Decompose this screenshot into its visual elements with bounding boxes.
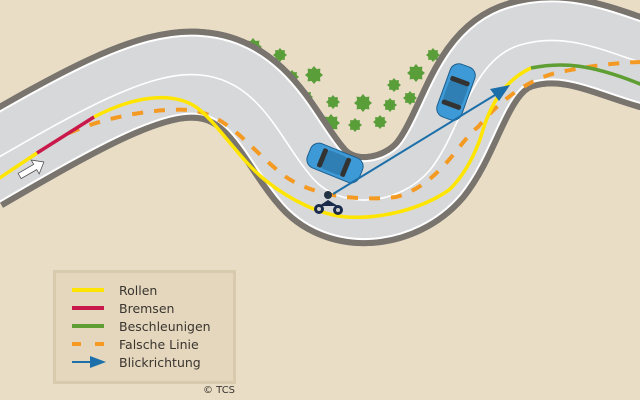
tree-icon <box>348 118 362 132</box>
trees <box>244 38 440 132</box>
bremsen-line-icon <box>72 306 104 310</box>
legend-item-bremsen: Bremsen <box>70 299 174 317</box>
blickrichtung-arrow-icon <box>72 356 106 368</box>
tree-icon <box>426 48 440 62</box>
legend-label: Blickrichtung <box>119 354 201 370</box>
tree-icon <box>273 48 287 62</box>
tree-icon <box>403 91 417 105</box>
beschleunigen-line-icon <box>72 324 104 328</box>
motorcycle-icon <box>314 191 343 215</box>
legend-item-rollen: Rollen <box>70 281 157 299</box>
direction-arrow-icon <box>17 159 45 180</box>
legend-label: Beschleunigen <box>119 318 211 334</box>
bremsen-path <box>36 115 95 155</box>
beschleunigen-path <box>530 63 640 86</box>
tree-icon <box>373 115 387 129</box>
rollen-line-icon <box>72 288 104 292</box>
tree-icon <box>383 98 397 112</box>
legend-item-falsche-linie: Falsche Linie <box>70 335 199 353</box>
legend-label: Rollen <box>119 282 158 298</box>
rollen-path <box>0 66 532 220</box>
tree-icon <box>305 66 323 84</box>
tree-icon <box>326 95 340 109</box>
copyright-credit: © TCS <box>203 385 236 396</box>
car-icon <box>436 63 476 121</box>
tree-icon <box>354 94 372 112</box>
falsche-linie-path <box>68 60 640 201</box>
legend-item-blickrichtung: Blickrichtung <box>70 353 201 371</box>
legend-item-beschleunigen: Beschleunigen <box>70 317 211 335</box>
legend: Rollen Bremsen Beschleunigen Falsche Lin… <box>53 270 236 384</box>
legend-label: Bremsen <box>119 300 175 316</box>
falsche-linie-dash-icon <box>72 342 104 346</box>
blickrichtung-arrow <box>332 85 510 195</box>
tree-icon <box>407 64 425 82</box>
legend-label: Falsche Linie <box>119 336 199 352</box>
tree-icon <box>387 78 401 92</box>
car-icon <box>306 142 364 184</box>
